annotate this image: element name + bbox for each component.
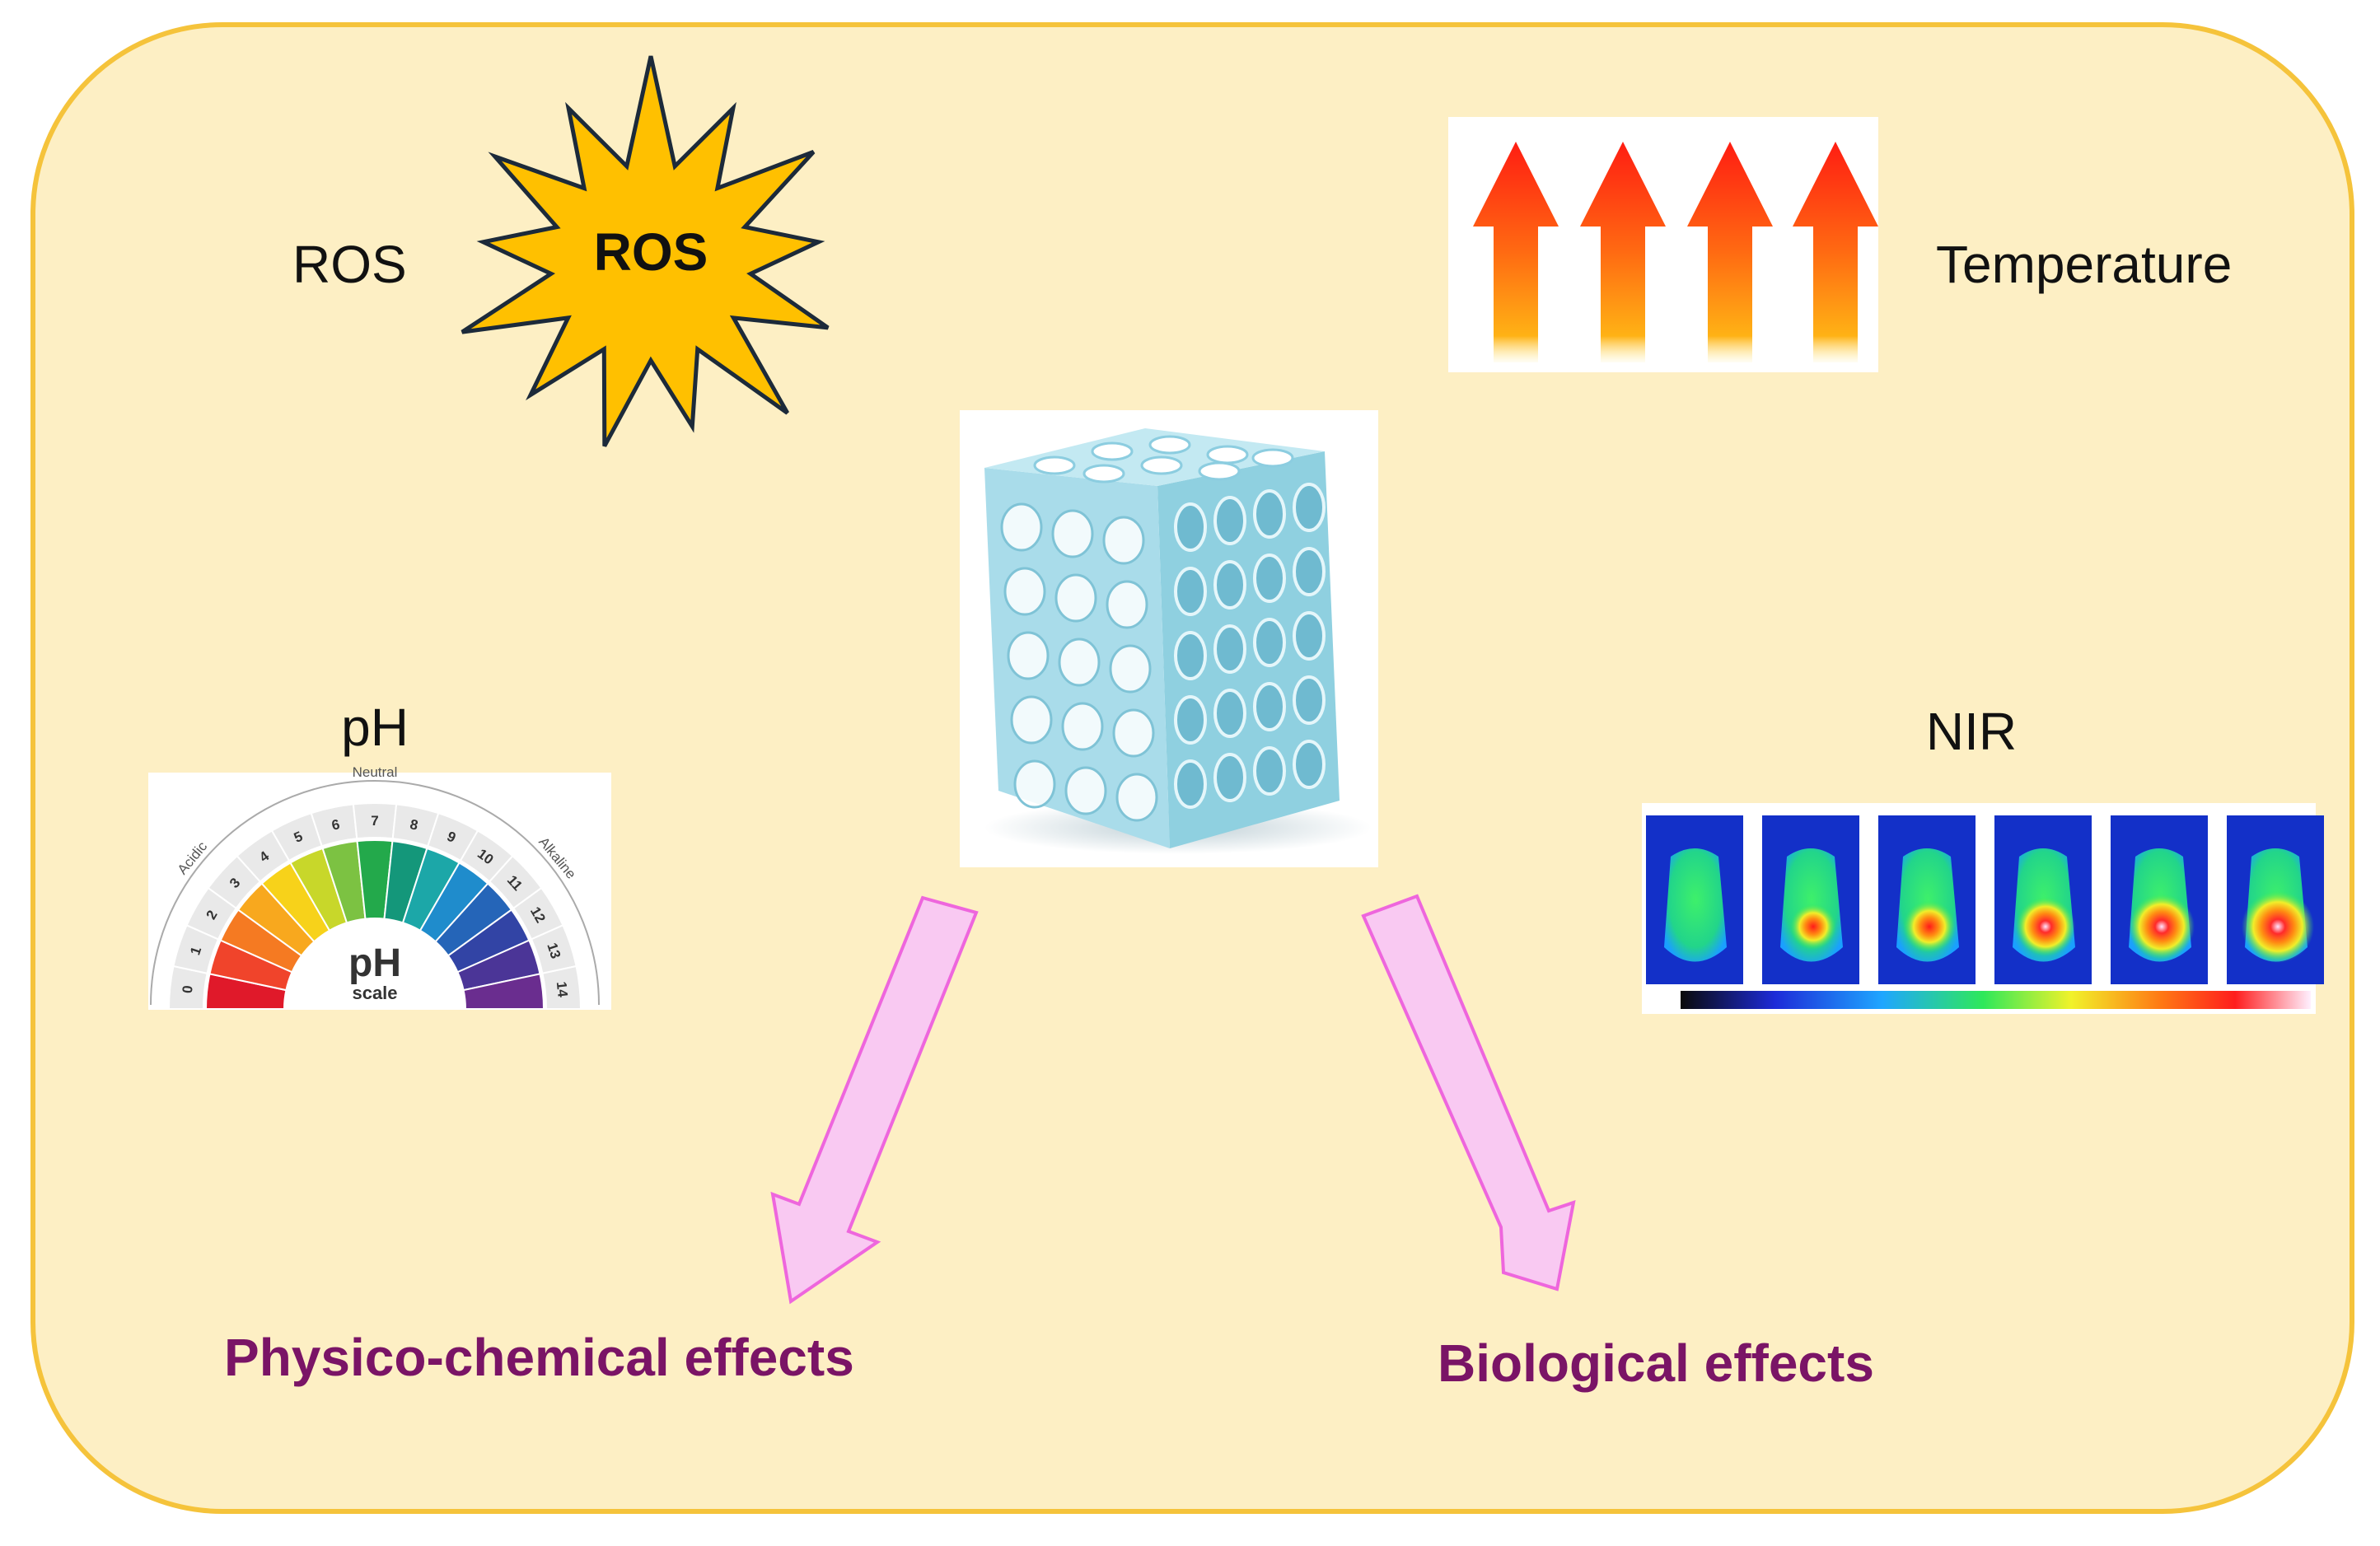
pore [1115,773,1158,822]
label-ros: ROS [292,235,407,294]
pore [1253,682,1286,731]
pore [1064,766,1107,815]
ph-number: 6 [330,816,341,834]
pore [1007,631,1050,680]
porous-scaffold-cube [960,410,1378,867]
pore [1253,489,1286,539]
pore [1174,502,1207,552]
pore [1148,435,1191,455]
pore [1013,759,1056,809]
pore [1293,740,1326,789]
pore [1082,464,1125,483]
pore [1293,483,1326,532]
pore [1213,753,1246,802]
starburst-icon [461,55,830,447]
pore [1109,644,1152,694]
cube-right-face [1157,451,1340,848]
ph-number: 8 [409,816,419,834]
pore [1174,695,1207,745]
heat-arrows-icon [1448,117,1878,372]
pore [1213,689,1246,738]
pore [1213,496,1246,545]
pore [1198,461,1241,481]
pore [1293,547,1326,596]
pore [1174,567,1207,616]
label-ph: pH [341,698,409,757]
pore [1058,638,1101,687]
nir-hotspot [2016,897,2075,956]
nir-hotspot [1790,904,1836,950]
ph-segment [462,973,545,1010]
pore [1054,573,1097,623]
heat-arrow [1687,142,1773,362]
pore [1102,516,1145,565]
label-ros-burst: ROS [594,222,708,282]
pore [1253,746,1286,796]
ph-center-label: pH [348,941,401,985]
nir-body [1664,848,1727,962]
pore [1253,553,1286,603]
ph-number: 13 [544,941,563,960]
ph-label-neutral: Neutral [353,764,398,780]
pore [1213,560,1246,610]
nir-hotspot [2242,890,2314,963]
pore [1293,675,1326,725]
arrow-physico-chemical [770,895,979,1305]
heat-arrow [1473,142,1559,362]
label-temperature: Temperature [1936,235,2232,294]
pore [1033,455,1076,475]
label-nir: NIR [1926,702,2017,761]
pore [1051,509,1094,558]
pore [1174,759,1207,809]
pore [1106,580,1148,629]
ph-number: 14 [554,981,571,998]
pore [1140,455,1183,475]
label-physico-chemical-effects: Physico-chemical effects [224,1328,854,1387]
ph-bracket-arc [150,780,600,1006]
ph-number: 7 [371,813,378,829]
pore [1174,631,1207,680]
pore [1206,445,1249,465]
nir-hotspot [1903,900,1956,953]
heat-arrow [1793,142,1878,362]
pore [1003,567,1046,616]
label-biological-effects: Biological effects [1438,1333,1874,1393]
pore [1091,441,1134,461]
nir-color-bar [1681,991,2311,1009]
ph-tick-box [541,964,582,1010]
pore [1251,448,1294,468]
ph-center-sublabel: scale [352,983,397,1003]
pore [1061,702,1104,751]
pore [1213,624,1246,674]
arrow-biological [1361,894,1576,1291]
heat-arrow [1580,142,1666,362]
pore [1000,502,1043,552]
pore [1253,618,1286,667]
ph-number: 0 [180,984,196,993]
pore [1112,708,1155,758]
nir-hotspot [2129,894,2195,960]
pore [1010,695,1053,745]
nir-thermal-images [1642,803,2324,1014]
pore [1293,611,1326,661]
